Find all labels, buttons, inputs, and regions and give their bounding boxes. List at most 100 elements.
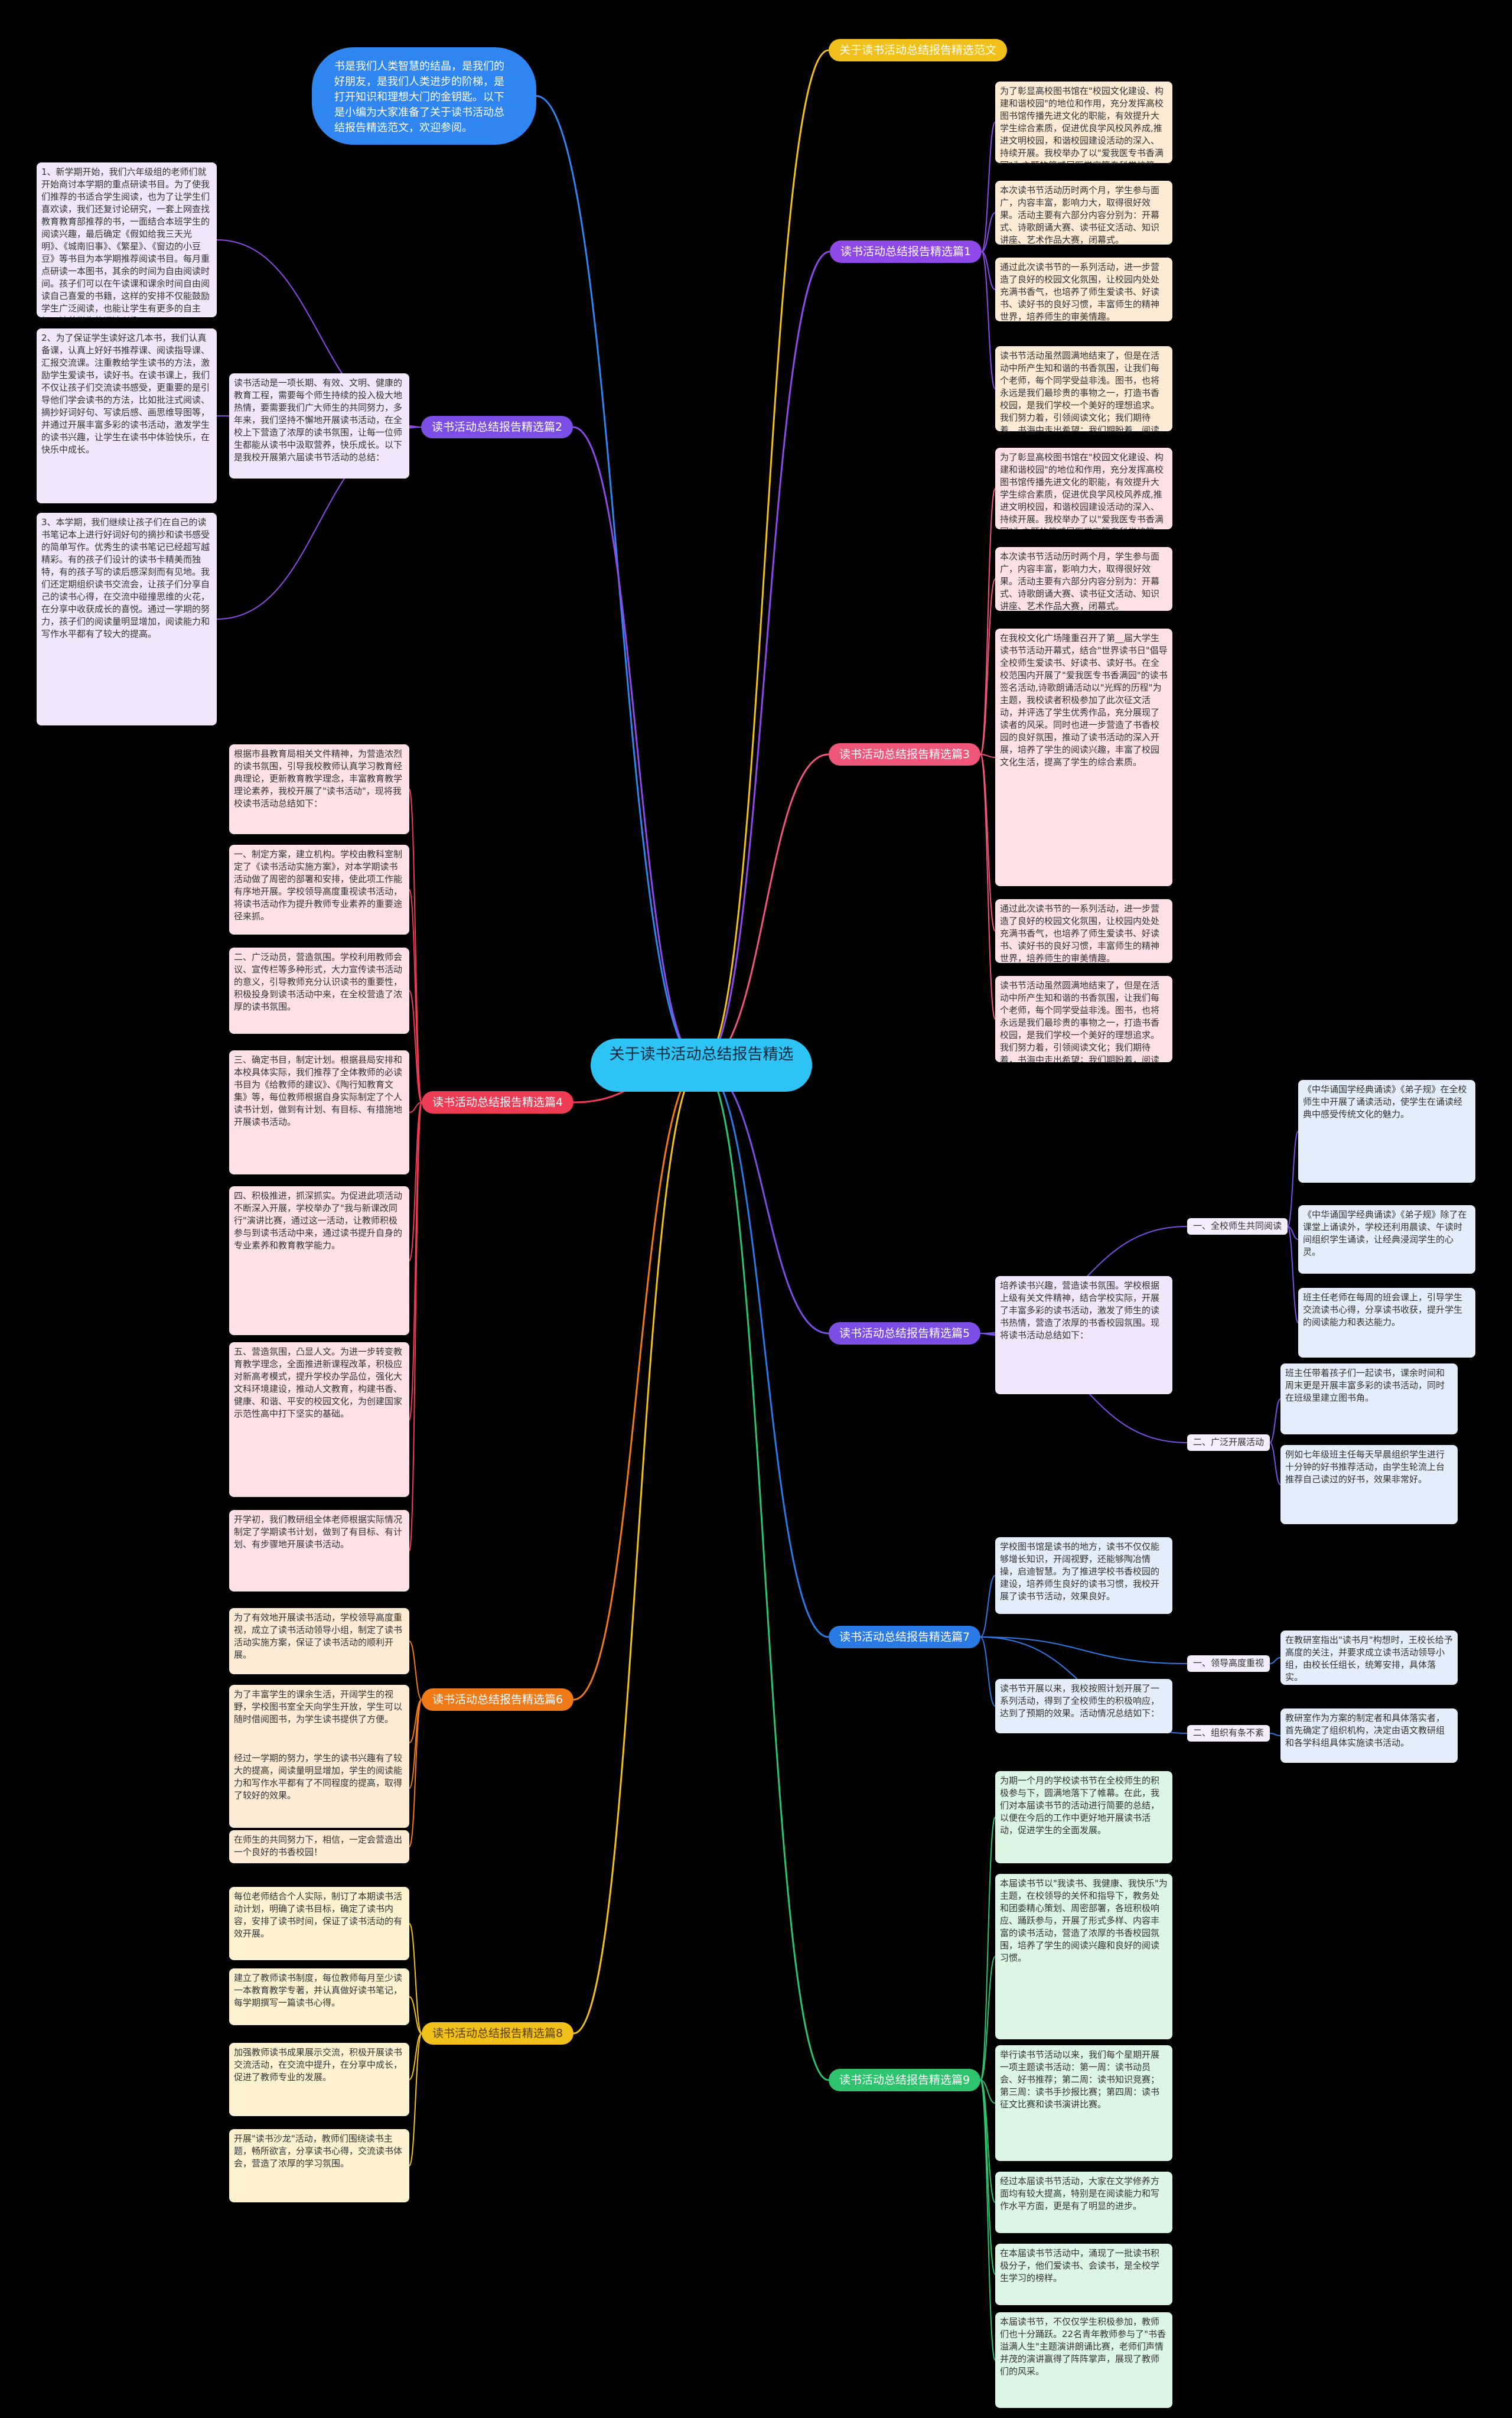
connector-branch-8 [573,1064,702,2035]
branch-4-leaf-0: 根据市县教育局相关文件精神，为营造浓烈的读书氛围，引导我校教师认真学习教育经典理… [229,744,409,834]
branch-8-leaf-1: 建立了教师读书制度，每位教师每月至少读一本教育教学专著，并认真做好读书笔记，每学… [229,1968,409,2025]
branch-3[interactable]: 读书活动总结报告精选篇3 [829,743,981,766]
connector-branch-5-sub-0-leaf-0 [1287,1131,1299,1227]
branch-5-sub-0[interactable]: 一、全校师生共同阅读 [1187,1218,1288,1235]
connector-branch-8-leaf-3 [409,2033,422,2166]
connector-branch-6-leaf-0 [980,1575,996,1638]
branch-6-sub-0[interactable]: 一、领导高度重视 [1187,1655,1270,1672]
connector-branch-9-leaf-4 [980,2079,996,2275]
branch-8[interactable]: 读书活动总结报告精选篇8 [422,2022,574,2045]
branch-1-leaf-3: 读书节活动虽然圆满地结束了，但是在活动中所产生知和谐的书香氛围，让我们每个老师，… [995,346,1172,431]
connector-branch-3-leaf-4 [980,754,996,1020]
branch-1[interactable]: 读书活动总结报告精选篇1 [830,240,982,263]
branch-5-sub-1-leaf-0: 班主任带着孩子们一起读书，课余时间和周末更是开展丰富多彩的读书活动，同时在班级里… [1280,1363,1458,1434]
branch-0[interactable]: 关于读书活动总结报告精选范文 [829,39,1008,61]
branch-4-leaf-2: 二、广泛动员，营造氛围。学校利用教师会议、宣传栏等多种形式，大力宣传读书活动的意… [229,948,409,1034]
branch-9[interactable]: 读书活动总结报告精选篇9 [829,2069,981,2091]
branch-8-leaf-3: 开展"读书沙龙"活动，教师们围绕读书主题，畅所欲言，分享读书心得，交流读书体会，… [229,2129,409,2202]
branch-2-leaf-2: 2、为了保证学生读好这几本书，我们认真备课，认真上好好书推荐课、阅读指导课、汇报… [37,328,217,503]
connector-branch-9-leaf-3 [980,2079,996,2203]
branch-9-leaf-1: 本届读书节以"我读书、我健康、我快乐"为主题，在校领导的关怀和指导下，教务处和团… [995,1874,1172,2039]
connector-branch-6-leaf-1 [980,1636,996,1707]
branch-5-leaf-0: 培养读书兴趣，营造读书氛围。学校根据上级有关文件精神，结合学校实际，开展了丰富多… [995,1276,1172,1394]
branch-6-sub-1[interactable]: 二、组织有条不紊 [1187,1725,1270,1742]
branch-5-sub-0-leaf-1: 《中华诵国学经典诵读》《弟子规》除了在课堂上诵读外，学校还利用晨读、午读时间组织… [1298,1205,1475,1274]
branch-7[interactable]: 读书活动总结报告精选篇6 [422,1688,574,1711]
branch-9-leaf-3: 经过本届读书节活动，大家在文学修养方面均有较大提高，特别是在阅读能力和写作水平方… [995,2172,1172,2233]
connector-branch-4-leaf-6 [409,1102,422,1551]
branch-3-leaf-0: 为了彰显高校图书馆在"校园文化建设、构建和谐校园"的地位和作用，充分发挥高校图书… [995,448,1172,529]
connector-branch-8-leaf-0 [409,1923,422,2034]
connector-branch-1-leaf-2 [981,251,996,290]
branch-4-leaf-6: 开学初，我们教研组全体老师根据实际情况制定了学期读书计划，做到了有目标、有计划、… [229,1510,409,1592]
connector-branch-1-leaf-1 [981,212,996,252]
branch-4-leaf-3: 三、确定书目，制定计划。根据县局安排和本校具体实际，我们推荐了全体教师的必读书目… [229,1050,409,1174]
connector-branch-5 [701,1064,829,1335]
connector-branch-1-leaf-3 [981,251,996,389]
connector-branch-3-leaf-2 [980,754,996,758]
connector-branch-9-leaf-2 [980,2079,996,2104]
branch-9-leaf-4: 在本届读书节活动中，涌现了一批读书积极分子，他们爱读书、会读书，是全校学生学习的… [995,2244,1172,2305]
branch-1-leaf-2: 通过此次读书节的一系列活动，进一步营造了良好的校园文化氛围，让校园内处处充满书香… [995,258,1172,321]
branch-5-sub-1-leaf-1: 例如七年级班主任每天早晨组织学生进行十分钟的好书推荐活动，由学生轮流上台推荐自己… [1280,1445,1458,1524]
connector-branch-8-leaf-2 [409,2033,422,2080]
connector-branch-5-sub-1-leaf-1 [1269,1442,1281,1485]
connector-branch-3-leaf-1 [980,578,996,755]
branch-4-leaf-4: 四、积极推进，抓深抓实。为促进此项活动不断深入开展，学校举办了"我与新课改同行"… [229,1186,409,1335]
connector-branch-9-leaf-0 [980,1817,996,2081]
branch-7-leaf-3: 在师生的共同努力下，相信，一定会营造出一个良好的书香校园！ [229,1830,409,1863]
branch-2[interactable]: 读书活动总结报告精选篇2 [421,416,573,438]
branch-7-leaf-0: 为了有效地开展读书活动，学校领导高度重视，成立了读书活动领导小组，制定了读书活动… [229,1608,409,1674]
branch-5[interactable]: 读书活动总结报告精选篇5 [829,1322,981,1345]
connector-branch-4-leaf-3 [409,1102,422,1113]
connector-branch-6 [701,1064,829,1638]
connector-branch-9 [701,1064,829,2081]
connector-branch-4-leaf-4 [409,1102,422,1261]
connector-branch-4-leaf-1 [409,889,422,1103]
connector-branch-5-sub-0-leaf-2 [1287,1226,1299,1323]
branch-9-leaf-5: 本届读书节，不仅仅学生积极参加，教师们也十分踊跃。22名青年教师参与了"书香溢满… [995,2312,1172,2408]
branch-2-leaf-1: 1、新学期开始，我们六年级组的老师们就开始商讨本学期的重点研读书目。为了使我们推… [37,162,217,317]
branch-5-sub-0-leaf-2: 班主任老师在每周的班会课上，引导学生交流读书心得，分享读书收获，提升学生的阅读能… [1298,1288,1475,1358]
branch-9-leaf-2: 举行读书节活动以来，我们每个星期开展一项主题读书活动：第一周：读书动员会、好书推… [995,2045,1172,2161]
branch-3-leaf-1: 本次读书节活动历时两个月，学生参与面广，内容丰富，影响力大，取得很好效果。活动主… [995,547,1172,611]
connector-branch-1-leaf-0 [981,122,996,252]
branch-6[interactable]: 读书活动总结报告精选篇7 [829,1626,981,1648]
central-topic[interactable]: 关于读书活动总结报告精选 [591,1039,812,1092]
intro-bubble[interactable]: 书是我们人类智慧的结晶，是我们的好朋友，是我们人类进步的阶梯，是打开知识和理想大… [312,47,536,145]
connector-branch-6-sub-0 [980,1636,1188,1664]
connector-branch-8-leaf-1 [409,1996,422,2034]
connector-branch-9-leaf-1 [980,1956,996,2081]
branch-5-sub-0-leaf-0: 《中华诵国学经典诵读》《弟子规》在全校师生中开展了诵读活动，使学生在诵读经典中感… [1298,1080,1475,1183]
connector-branch-3-leaf-0 [980,488,996,755]
connector-branch-9-leaf-5 [980,2079,996,2361]
branch-9-leaf-0: 为期一个月的学校读书节在全校师生的积极参与下，圆满地落下了帷幕。在此，我们对本届… [995,1771,1172,1863]
connector-branch-7 [573,1064,702,1701]
connector-branch-7-leaf-3 [409,1699,422,1847]
branch-6-sub-0-leaf-0: 在教研室指出"读书月"构想时，王校长给予高度的关注，并要求成立读书活动领导小组，… [1280,1631,1458,1685]
connector-branch-1 [701,250,830,1066]
branch-3-leaf-3: 通过此次读书节的一系列活动，进一步营造了良好的校园文化氛围，让校园内处处充满书香… [995,899,1172,963]
connector-branch-5-sub-1-leaf-0 [1269,1398,1281,1443]
connector-branch-7-leaf-0 [409,1641,422,1700]
branch-2-leaf-3: 3、本学期，我们继续让孩子们在自己的读书笔记本上进行好词好句的摘抄和读书感受的简… [37,513,217,725]
branch-5-sub-1[interactable]: 二、广泛开展活动 [1187,1434,1270,1451]
branch-2-leaf-0: 读书活动是一项长期、有效、文明、健康的教育工程，需要每个师生持续的投入极大地热情… [229,373,409,479]
connector-branch-3 [701,753,829,1066]
branch-8-leaf-2: 加强教师读书成果展示交流，积极开展读书交流活动，在交流中提升，在分享中成长，促进… [229,2043,409,2116]
connector-branch-6-sub-1-leaf-0 [1269,1733,1281,1736]
connector-branch-6-sub-0-leaf-0 [1269,1657,1281,1664]
branch-1-leaf-0: 为了彰显高校图书馆在"校园文化建设、构建和谐校园"的地位和作用，充分发挥高校图书… [995,82,1172,163]
branch-7-leaf-2: 经过一学期的努力，学生的读书兴趣有了较大的提高，阅读量明显增加，学生的阅读能力和… [229,1749,409,1828]
branch-3-leaf-2: 在我校文化广场隆重召开了第__届大学生读书节活动开幕式，结合"世界读书日"倡导全… [995,629,1172,886]
connector-branch-4-leaf-5 [409,1102,422,1420]
connector-branch-4-leaf-2 [409,990,422,1103]
branch-6-leaf-0: 学校图书馆是读书的地方，读书不仅仅能够增长知识，开阔视野，还能够陶冶情操，启迪智… [995,1537,1172,1614]
branch-1-leaf-1: 本次读书节活动历时两个月，学生参与面广，内容丰富，影响力大，取得很好效果。活动主… [995,181,1172,245]
branch-8-leaf-0: 每位老师结合个人实际，制订了本期读书活动计划，明确了读书目标，确定了读书内容，安… [229,1887,409,1960]
connector-branch-2 [572,426,702,1066]
branch-4[interactable]: 读书活动总结报告精选篇4 [422,1091,574,1114]
branch-3-leaf-4: 读书节活动虽然圆满地结束了，但是在活动中所产生知和谐的书香氛围，让我们每个老师，… [995,976,1172,1062]
